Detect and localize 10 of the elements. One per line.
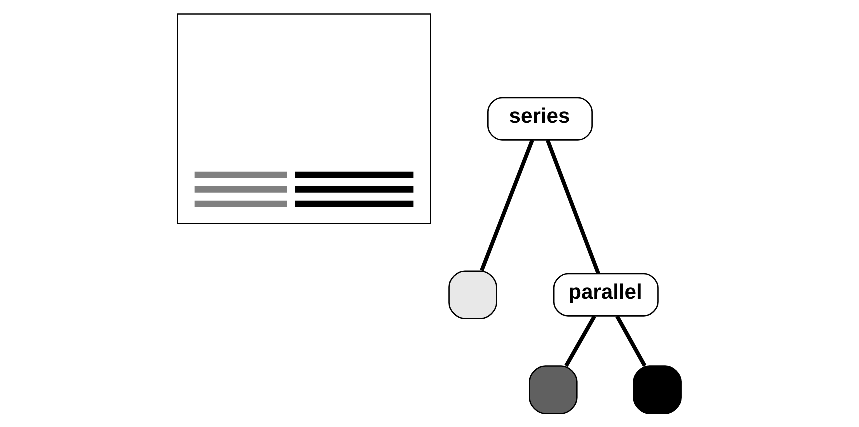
node-box bbox=[448, 270, 498, 319]
node-box bbox=[529, 365, 578, 414]
node-box bbox=[633, 365, 682, 414]
node-box: series bbox=[488, 96, 593, 140]
connector bbox=[564, 314, 596, 367]
connector bbox=[546, 139, 600, 274]
connector bbox=[480, 139, 534, 272]
node-box: parallel bbox=[553, 272, 659, 316]
connector bbox=[616, 314, 647, 367]
node-box bbox=[177, 13, 432, 224]
